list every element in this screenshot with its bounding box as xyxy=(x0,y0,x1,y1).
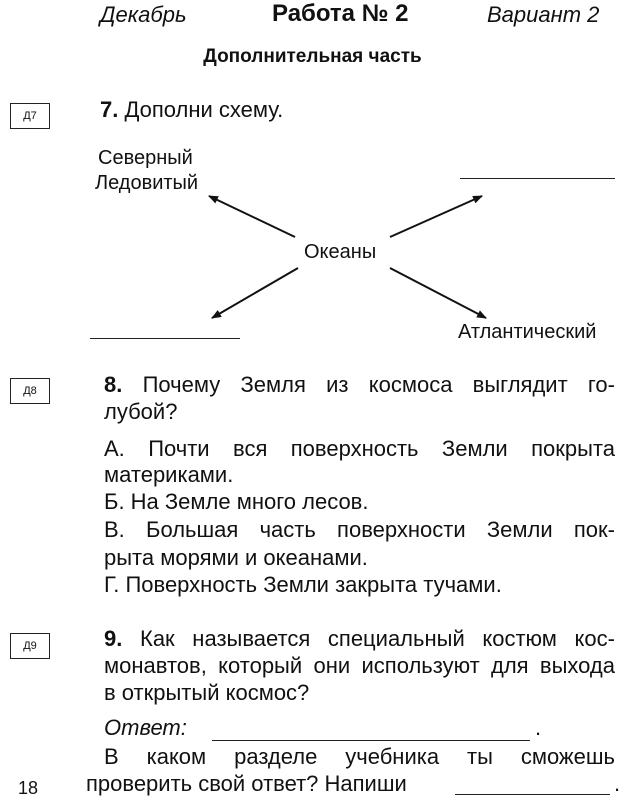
arrow-to-atlantic xyxy=(389,267,487,319)
arrow-to-northern xyxy=(208,195,296,238)
question-7: 7. Дополни схему. xyxy=(100,95,283,125)
section-answer-line[interactable] xyxy=(455,794,610,795)
question-8-line2: лубой? xyxy=(104,399,178,424)
answer-8-c-line1: В. Большая часть поверхности Земли пок- xyxy=(104,517,615,542)
header-month: Декабрь xyxy=(100,2,187,27)
question-9-line1: 9. Как называется специальный костюм кос… xyxy=(104,624,615,654)
blank-line-bottom-left[interactable] xyxy=(90,338,240,339)
question-8-text-line1: Почему Земля из космоса выглядит го- xyxy=(142,372,615,397)
answer-8-b: Б. На Земле много лесов. xyxy=(104,489,369,514)
label-northern-line1: Северный xyxy=(98,147,193,169)
section-question-line1: В каком разделе учебника ты сможешь xyxy=(104,744,615,769)
label-atlantic: Атлантический xyxy=(458,321,597,343)
section-period: . xyxy=(614,771,621,796)
question-7-number: 7. xyxy=(100,97,119,122)
answer-period: . xyxy=(535,715,542,740)
label-northern-line2: Ледовитый xyxy=(95,172,199,194)
answer-8-a-line1: А. Почти вся поверхность Земли покрыта xyxy=(104,436,615,461)
question-9-line2: монавтов, который они используют для вых… xyxy=(104,653,615,678)
answer-8-a-line2: материками. xyxy=(104,462,234,487)
question-9-number: 9. xyxy=(104,626,123,651)
question-9-text-line1: Как называется специальный костюм кос- xyxy=(140,626,615,651)
task-code-d7: Д7 xyxy=(10,103,50,129)
section-subtitle: Дополнительная часть xyxy=(203,46,422,67)
scheme-center-oceans: Океаны xyxy=(304,241,377,263)
page-number: 18 xyxy=(18,778,39,798)
answer-8-d: Г. Поверхность Земли закрыта тучами. xyxy=(104,572,502,597)
section-question-line2: проверить свой ответ? Напиши xyxy=(86,771,407,796)
task-code-d9: Д9 xyxy=(10,633,50,659)
answer-label: Ответ: xyxy=(104,715,187,740)
scheme-arrows xyxy=(208,195,487,319)
header-title: Работа № 2 xyxy=(272,0,409,27)
answer-line[interactable] xyxy=(212,740,530,741)
question-7-text: Дополни схему. xyxy=(124,97,284,122)
question-8-line1: 8. Почему Земля из космоса выглядит го- xyxy=(104,370,615,400)
question-8-number: 8. xyxy=(104,372,123,397)
arrow-to-bottom-left xyxy=(211,267,299,319)
answer-8-c-line2: рыта морями и океанами. xyxy=(104,545,368,570)
arrow-to-top-right xyxy=(389,195,483,238)
header-variant: Вариант 2 xyxy=(487,2,600,27)
question-9-line3: в открытый космос? xyxy=(104,680,310,705)
blank-line-top-right[interactable] xyxy=(460,178,615,179)
task-code-d8: Д8 xyxy=(10,378,50,404)
